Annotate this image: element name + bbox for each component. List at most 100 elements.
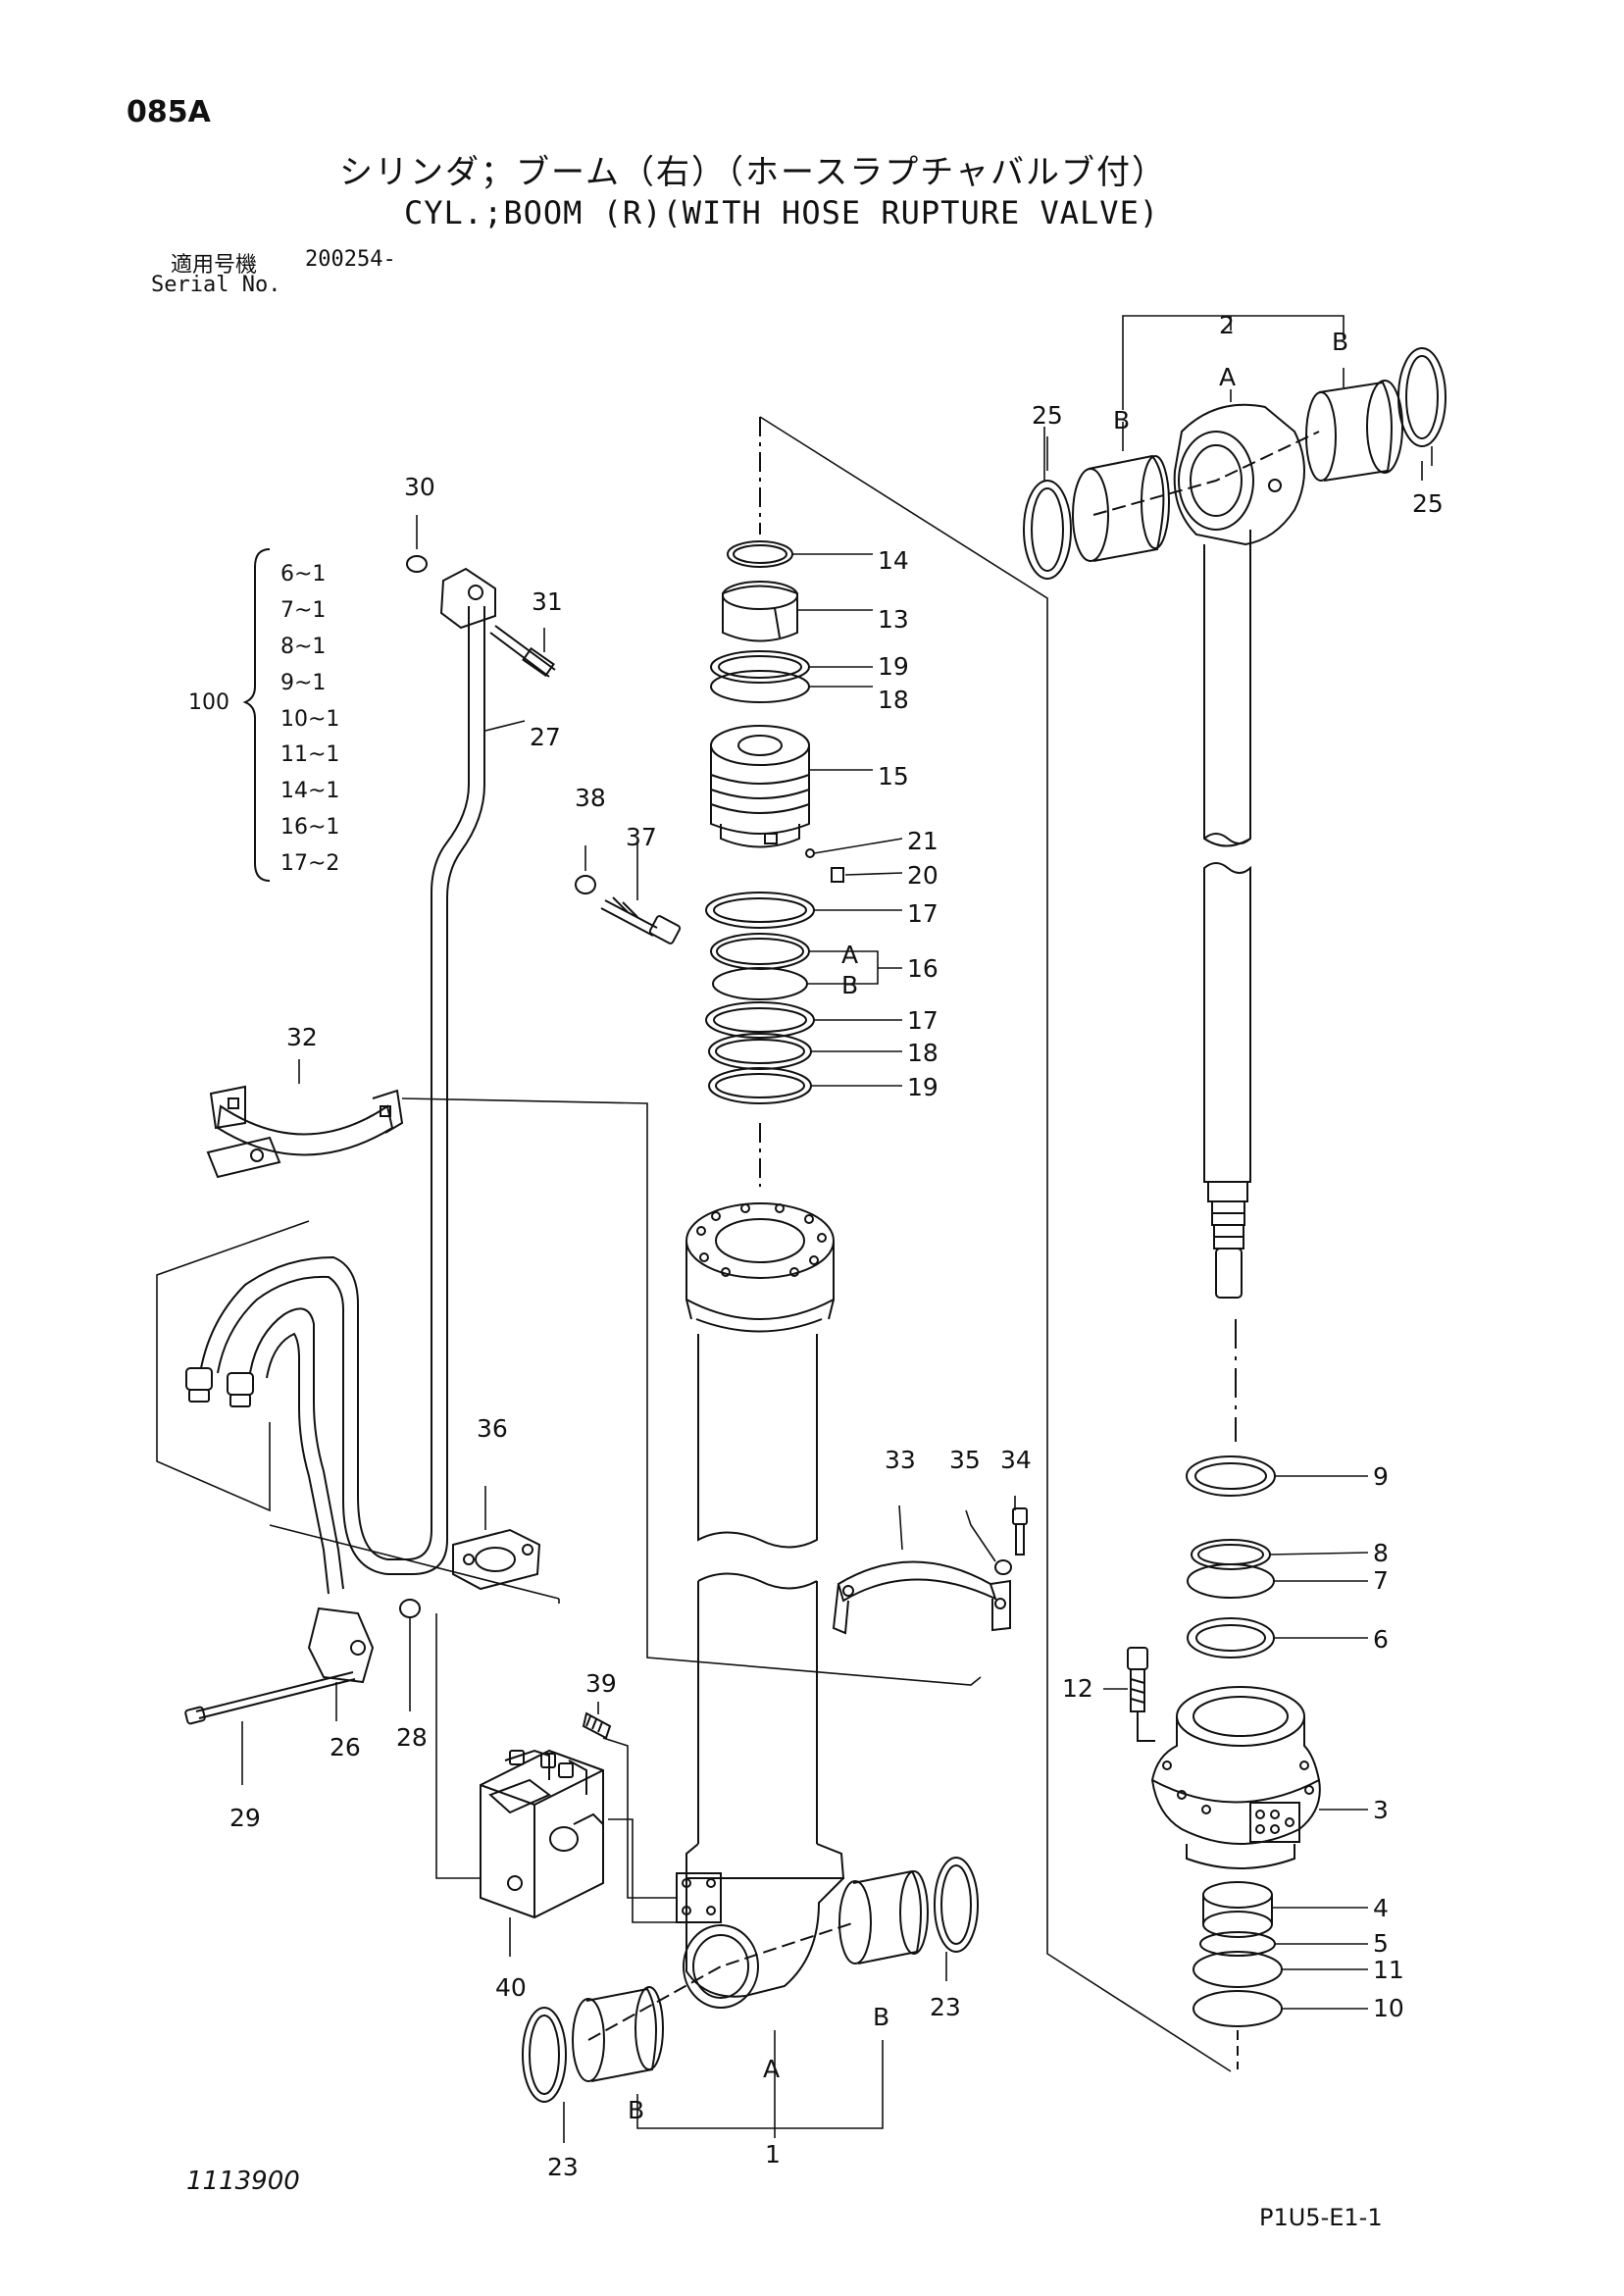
ring-18-top [710, 670, 810, 703]
kit-item: 11~1 [280, 742, 339, 767]
clamp-33 [832, 1560, 1011, 1635]
piston-rod [1173, 403, 1305, 1442]
callout-27: 27 [530, 723, 561, 751]
set-screw-20 [831, 867, 844, 883]
callout-b-seal: B [841, 971, 858, 999]
drawing-number: 1113900 [186, 2167, 300, 2196]
callout-31: 31 [532, 587, 563, 616]
rod-pin-centerline [1092, 431, 1320, 516]
callout-39: 39 [585, 1669, 617, 1698]
page-code: 085A [127, 95, 211, 129]
callout-15: 15 [878, 762, 909, 791]
cylinder-head [1150, 1686, 1321, 1869]
tube-bushing-left [572, 1986, 664, 2082]
tube-seal-right [934, 1857, 979, 1953]
kit-number: 100 [188, 690, 229, 715]
callout-a-tube: A [763, 2055, 780, 2083]
serial-value: 200254- [305, 247, 396, 272]
callout-1: 1 [765, 2140, 781, 2168]
kit-item: 16~1 [280, 815, 339, 840]
o-ring-28 [399, 1599, 421, 1618]
callout-3: 3 [1373, 1796, 1389, 1824]
callout-18-top: 18 [878, 686, 909, 714]
callout-16: 16 [907, 954, 939, 983]
callout-a-seal: A [841, 941, 858, 969]
hose-rupture-valve [480, 1749, 604, 1919]
ring-19-top [710, 650, 810, 684]
seal-16a [710, 933, 810, 970]
ring-17-top [705, 892, 815, 929]
seal-6 [1187, 1617, 1275, 1658]
callout-37: 37 [626, 823, 657, 851]
callout-20: 20 [907, 861, 939, 890]
bolt-29 [184, 1671, 356, 1725]
rod-bushing-left [1072, 454, 1170, 562]
callout-17-top: 17 [907, 899, 939, 928]
kit-item: 7~1 [280, 598, 326, 623]
callout-11: 11 [1373, 1956, 1404, 1984]
callout-29: 29 [229, 1804, 261, 1832]
fitting-39 [582, 1711, 612, 1740]
kit-item: 9~1 [280, 671, 326, 695]
hose-pipe-pair [185, 1255, 388, 1595]
callout-19-bottom: 19 [907, 1073, 939, 1101]
seal-9 [1186, 1455, 1276, 1497]
callout-33: 33 [885, 1446, 916, 1474]
title-english: CYL.;BOOM (R)(WITH HOSE RUPTURE VALVE) [404, 194, 1160, 231]
callout-17-bottom: 17 [907, 1006, 939, 1035]
callout-5: 5 [1373, 1929, 1389, 1958]
ring-11 [1193, 1951, 1283, 1988]
callout-32: 32 [286, 1023, 318, 1051]
bolt-37 [600, 896, 682, 944]
bushing-4 [1202, 1881, 1273, 1938]
kit-item: 10~1 [280, 707, 339, 732]
title-japanese: シリンダ；ブーム（右）（ホースラプチャバルブ付） [339, 153, 1167, 192]
kit-item: 8~1 [280, 635, 326, 659]
socket-bolt [1127, 1647, 1155, 1742]
callout-4: 4 [1373, 1894, 1389, 1922]
callout-b-tube-left: B [628, 2096, 644, 2124]
ring-19-bottom [708, 1067, 812, 1104]
callout-23-left: 23 [547, 2153, 579, 2181]
callout-10: 10 [1373, 1994, 1404, 2022]
callout-35: 35 [949, 1446, 981, 1474]
callout-23-right: 23 [930, 1993, 961, 2021]
callout-9: 9 [1373, 1462, 1389, 1491]
callout-19-top: 19 [878, 652, 909, 681]
ring-18-bottom [708, 1033, 812, 1070]
bushing-13 [722, 581, 798, 642]
callout-26: 26 [330, 1733, 361, 1761]
callout-a-rod: A [1219, 363, 1236, 391]
callout-12: 12 [1062, 1674, 1093, 1703]
callout-40: 40 [495, 1973, 527, 2002]
callout-7: 7 [1373, 1566, 1389, 1595]
seal-16b [712, 967, 808, 1000]
leader-lines [156, 315, 1433, 2143]
callout-38: 38 [575, 784, 606, 812]
ring-14 [727, 540, 793, 568]
sheet-code: P1U5-E1-1 [1259, 2204, 1383, 2231]
callouts: 2 A B B 25 25 14 13 19 18 15 21 20 17 A … [229, 311, 1444, 2181]
ring-10 [1193, 1990, 1283, 2027]
clamp-36 [452, 1528, 541, 1591]
piston [710, 725, 810, 848]
callout-25-left: 25 [1032, 401, 1063, 430]
bolt-34 [1012, 1507, 1028, 1556]
callout-28: 28 [396, 1723, 428, 1752]
callout-13: 13 [878, 605, 909, 634]
ball-21 [805, 848, 815, 858]
callout-2: 2 [1219, 311, 1235, 339]
kit-item: 14~1 [280, 779, 339, 803]
tube-bushing-right [838, 1869, 929, 1964]
tube-seal-left [522, 2007, 567, 2103]
serial-label-english: Serial No. [151, 273, 281, 297]
callout-b-rod-left: B [1113, 406, 1130, 434]
kit-list: 100 6~1 7~1 8~1 9~1 10~1 11~1 14~1 16~1 … [188, 548, 339, 882]
callout-6: 6 [1373, 1625, 1389, 1654]
kit-item: 17~2 [280, 851, 339, 876]
dust-seal-right [1397, 347, 1446, 447]
callout-b-rod-right: B [1332, 328, 1348, 356]
callout-36: 36 [477, 1414, 508, 1443]
hose-fitting-26 [307, 1607, 375, 1684]
callout-8: 8 [1373, 1539, 1389, 1567]
